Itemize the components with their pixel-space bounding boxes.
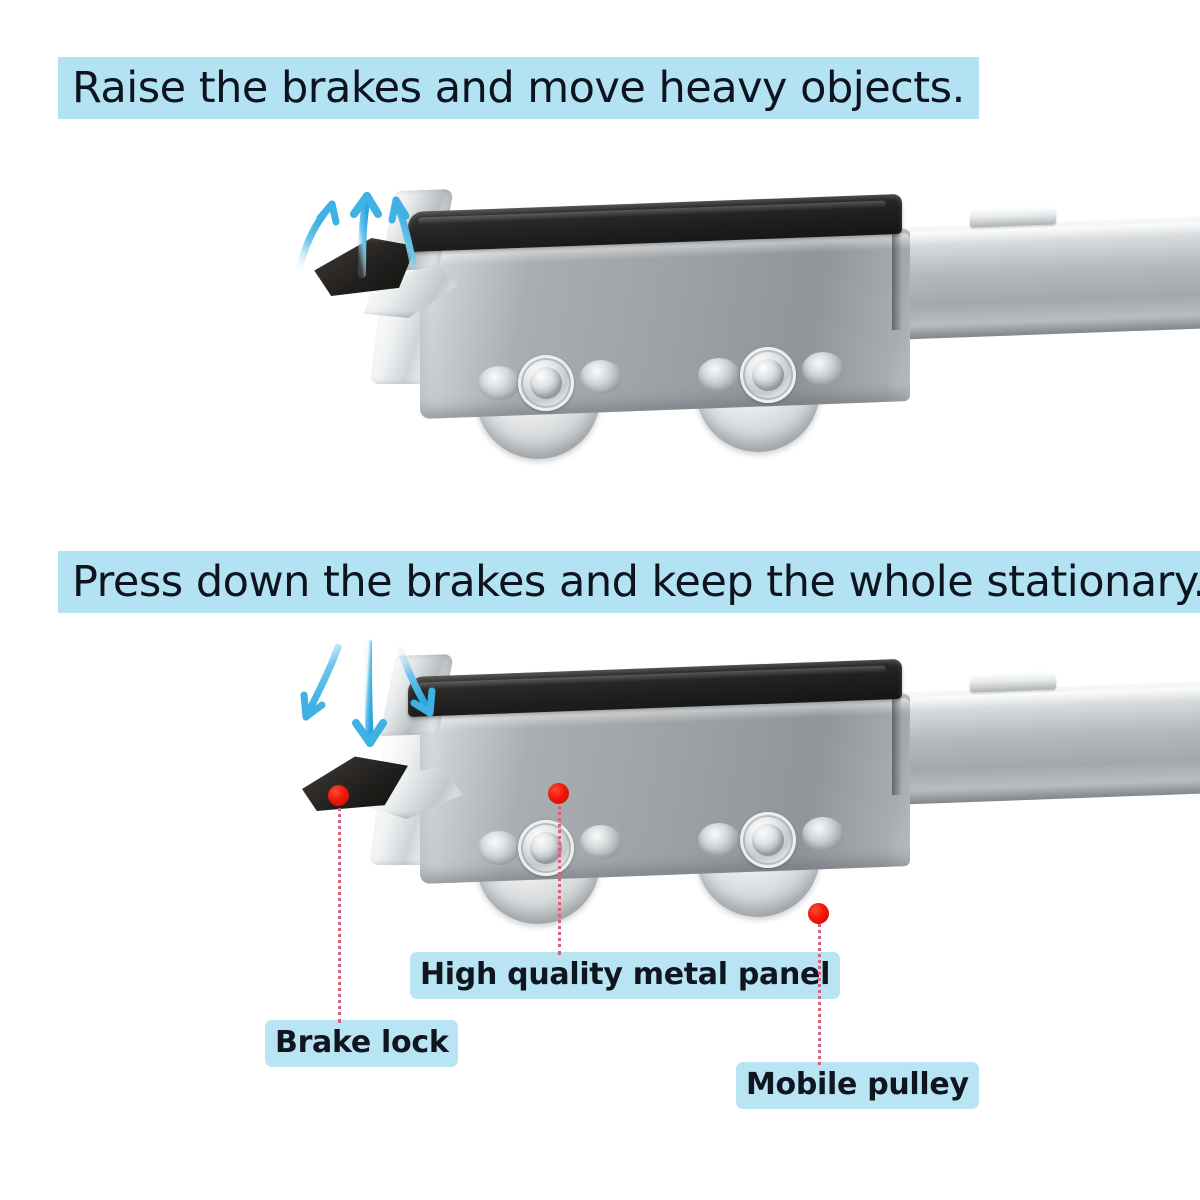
rivet <box>478 366 520 400</box>
caption-top: Raise the brakes and move heavy objects. <box>58 57 979 119</box>
rivet <box>802 817 844 851</box>
illustration-brakes-raised <box>280 160 1200 490</box>
callout-metal-panel: High quality metal panel <box>410 952 841 999</box>
hub-screw <box>518 820 574 876</box>
callout-brake-lock: Brake lock <box>265 1020 459 1067</box>
body-tube-seam <box>892 690 902 796</box>
body-tube-seam <box>892 225 902 331</box>
leader-dot-metal-panel <box>548 783 569 804</box>
leader-line-metal-panel <box>558 793 561 955</box>
tube-clip <box>970 671 1056 693</box>
hub-screw <box>518 355 574 411</box>
extension-tube <box>898 216 1200 340</box>
leader-line-mobile-pulley <box>818 913 821 1065</box>
rivet <box>478 831 520 865</box>
rivet <box>698 823 740 857</box>
leader-line-brake-lock <box>338 795 341 1023</box>
tube-clip <box>970 206 1056 228</box>
rivet <box>698 358 740 392</box>
rivet <box>580 825 622 859</box>
caption-bottom: Press down the brakes and keep the whole… <box>58 551 1200 613</box>
leader-dot-mobile-pulley <box>808 903 829 924</box>
leader-dot-brake-lock <box>328 785 349 806</box>
hub-screw <box>740 812 796 868</box>
rivet <box>802 352 844 386</box>
extension-tube <box>898 681 1200 805</box>
illustration-brakes-pressed <box>280 625 1200 955</box>
rivet <box>580 360 622 394</box>
hub-screw <box>740 347 796 403</box>
callout-mobile-pulley: Mobile pulley <box>736 1062 979 1109</box>
